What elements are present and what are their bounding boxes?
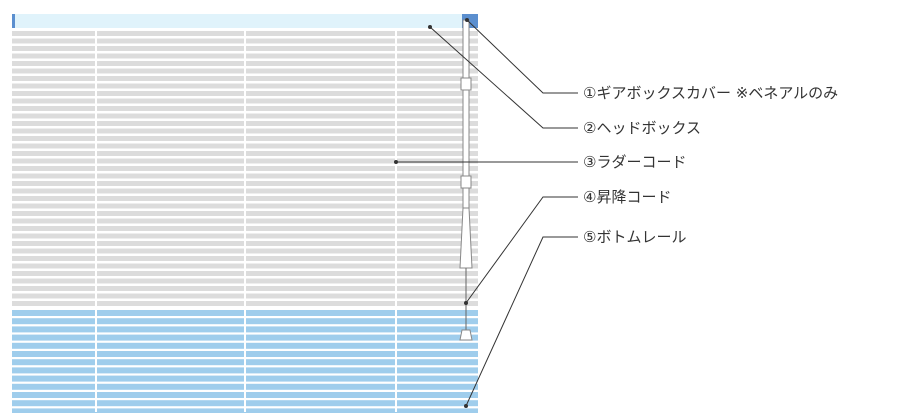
label-lift-cord: ④昇降コード xyxy=(583,188,671,206)
leader-headbox xyxy=(429,26,578,129)
label-ladder-cord: ③ラダーコード xyxy=(583,153,686,171)
leader-lift-cord xyxy=(465,196,578,304)
gearbox-cover-left xyxy=(12,14,15,28)
head-box xyxy=(12,14,478,28)
leader-gearbox xyxy=(466,19,578,94)
label-gearbox-cover: ①ギアボックスカバー ※ベネアルのみ xyxy=(583,84,838,102)
label-head-box: ②ヘッドボックス xyxy=(583,119,701,137)
leader-bottom-rail xyxy=(465,236,578,407)
leader-lines xyxy=(394,18,578,408)
label-bottom-rail: ⑤ボトムレール xyxy=(583,228,686,246)
operating-wand xyxy=(459,19,473,341)
